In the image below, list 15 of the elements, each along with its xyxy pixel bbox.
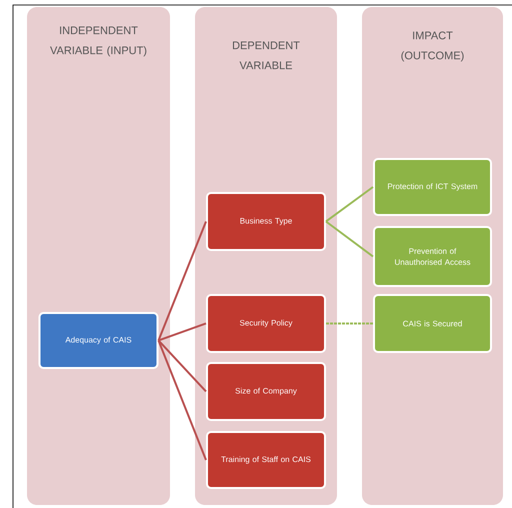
connector-line — [326, 322, 373, 324]
connector-line — [158, 322, 206, 342]
connector-line — [158, 340, 207, 460]
text-box: CAIS is Secured — [373, 294, 492, 353]
connector-line — [158, 340, 207, 392]
text-box: Size of Company — [206, 362, 326, 421]
text-box: Protection of ICT System — [373, 158, 492, 216]
text-box: Security Policy — [206, 294, 326, 353]
connector-line — [325, 220, 374, 258]
text-box: Training of Staff on CAIS — [206, 431, 326, 489]
text-box: Business Type — [206, 192, 326, 251]
connector-line — [325, 186, 374, 222]
text-box: Adequacy of CAIS — [38, 312, 158, 369]
text-box: Prevention of Unauthorised Access — [373, 226, 492, 287]
connector-line — [158, 221, 207, 341]
